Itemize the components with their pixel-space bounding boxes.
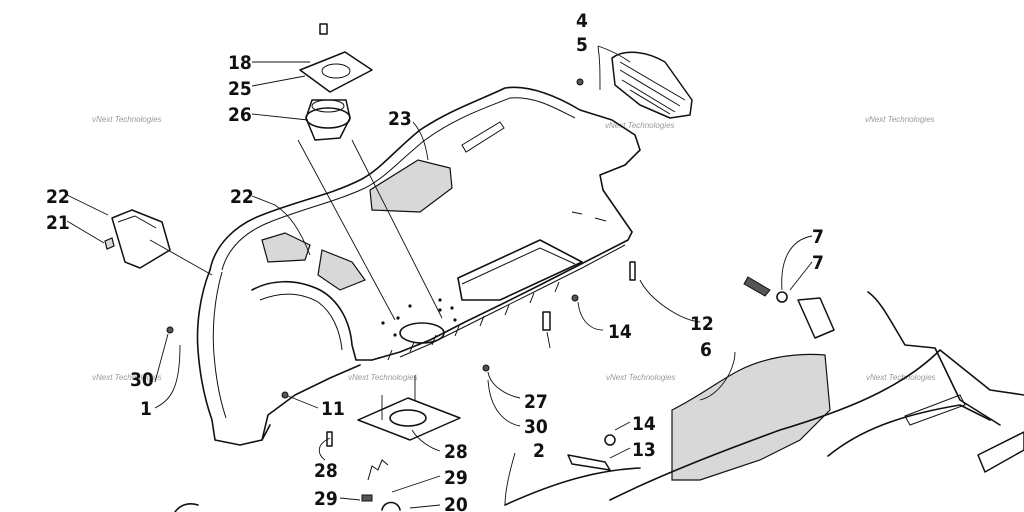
callout-25: 27 (524, 391, 548, 413)
watermark: vNext Technologies (92, 115, 162, 124)
watermark: vNext Technologies (865, 115, 935, 124)
watermark: vNext Technologies (348, 373, 418, 382)
callout-30: 30 (524, 416, 548, 438)
callout-3: 4 (576, 10, 588, 32)
watermarks: vNext Technologies vNext Technologies vN… (92, 115, 936, 382)
callout-5: 6 (700, 339, 712, 361)
callout-20: 21 (46, 212, 70, 234)
watermark: vNext Technologies (92, 373, 162, 382)
vent-grille (611, 51, 693, 119)
callouts: 18 25 26 23 22 22 21 4 5 30 1 11 12 14 6… (46, 10, 824, 512)
callout-7: 7 (812, 252, 824, 274)
callout-14: 14 (632, 413, 656, 435)
watermark: vNext Technologies (866, 373, 936, 382)
watermark: vNext Technologies (605, 121, 675, 130)
air-duct-horn (104, 209, 171, 269)
fasteners (166, 78, 636, 511)
callout-23: 25 (228, 78, 252, 100)
callout-12: 12 (690, 313, 714, 335)
belly-pan (196, 86, 641, 446)
callout-27: 29 (444, 467, 468, 489)
leader-lines (66, 45, 813, 509)
watermark: vNext Technologies (606, 373, 676, 382)
callout-26: 28 (444, 441, 468, 463)
callout-1: 1 (140, 398, 152, 420)
callout-2: 2 (533, 440, 545, 462)
callout-30: 30 (130, 369, 154, 391)
callout-21: 22 (46, 186, 70, 208)
callout-6: 7 (812, 226, 824, 248)
callout-28: 28 (314, 460, 338, 482)
callout-11: 11 (321, 398, 345, 420)
callout-14: 14 (608, 321, 632, 343)
callout-29: 29 (314, 488, 338, 510)
callout-4: 5 (576, 34, 588, 56)
callout-22: 23 (388, 108, 412, 130)
mounting-holes (381, 298, 457, 337)
callout-24: 26 (228, 104, 252, 126)
duct-assembly (299, 23, 373, 141)
callout-22: 22 (230, 186, 254, 208)
side-panel (174, 276, 1024, 512)
callout-13: 13 (632, 439, 656, 461)
callout-18: 18 (228, 52, 252, 74)
callout-19: 20 (444, 494, 468, 512)
lower-plate (357, 397, 461, 481)
